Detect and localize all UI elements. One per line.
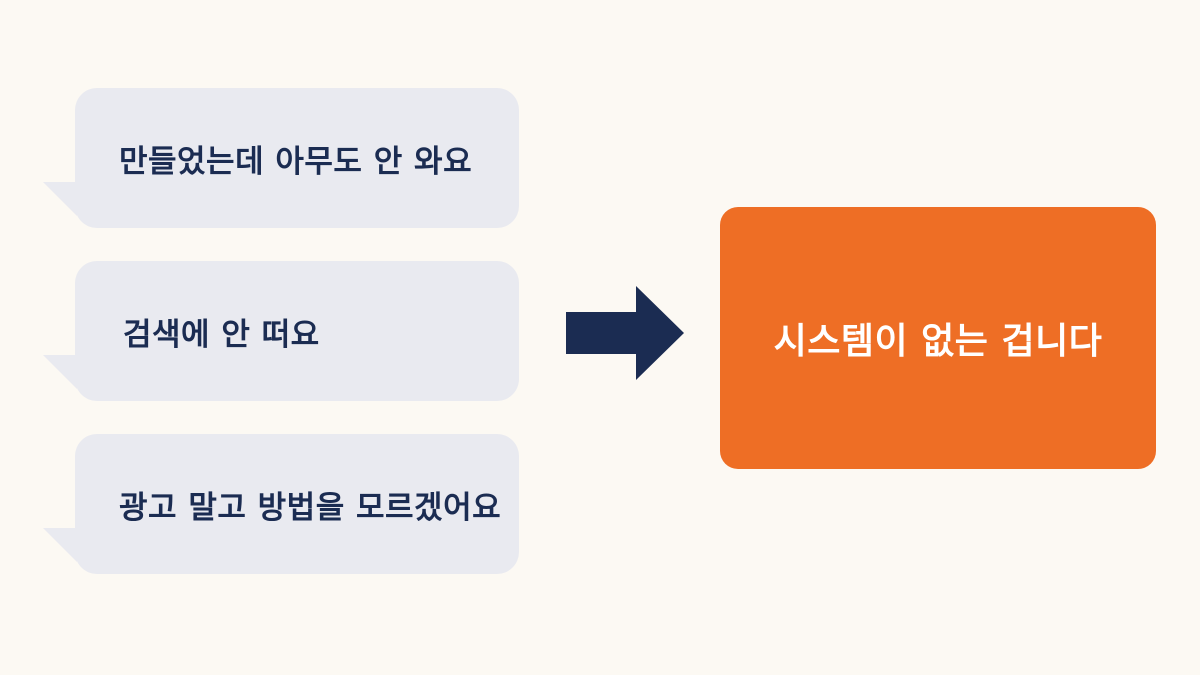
result-text: 시스템이 없는 겁니다 xyxy=(773,321,1103,362)
arrow-shape xyxy=(566,286,684,380)
speech-bubble-text: 만들었는데 아무도 안 와요 xyxy=(119,143,473,180)
speech-bubble-tail xyxy=(43,528,77,562)
speech-bubble-2: 검색에 안 떠요 xyxy=(43,261,519,401)
arrow-right-icon xyxy=(566,286,684,380)
speech-bubble-tail xyxy=(43,182,77,216)
speech-bubble-tail xyxy=(43,355,77,389)
speech-bubble-1: 만들었는데 아무도 안 와요 xyxy=(43,88,519,228)
speech-bubble-3: 광고 말고 방법을 모르겠어요 xyxy=(43,434,519,574)
result-box: 시스템이 없는 겁니다 xyxy=(720,207,1156,469)
speech-bubble-text: 검색에 안 떠요 xyxy=(123,316,320,353)
speech-bubble-text: 광고 말고 방법을 모르겠어요 xyxy=(119,489,502,526)
